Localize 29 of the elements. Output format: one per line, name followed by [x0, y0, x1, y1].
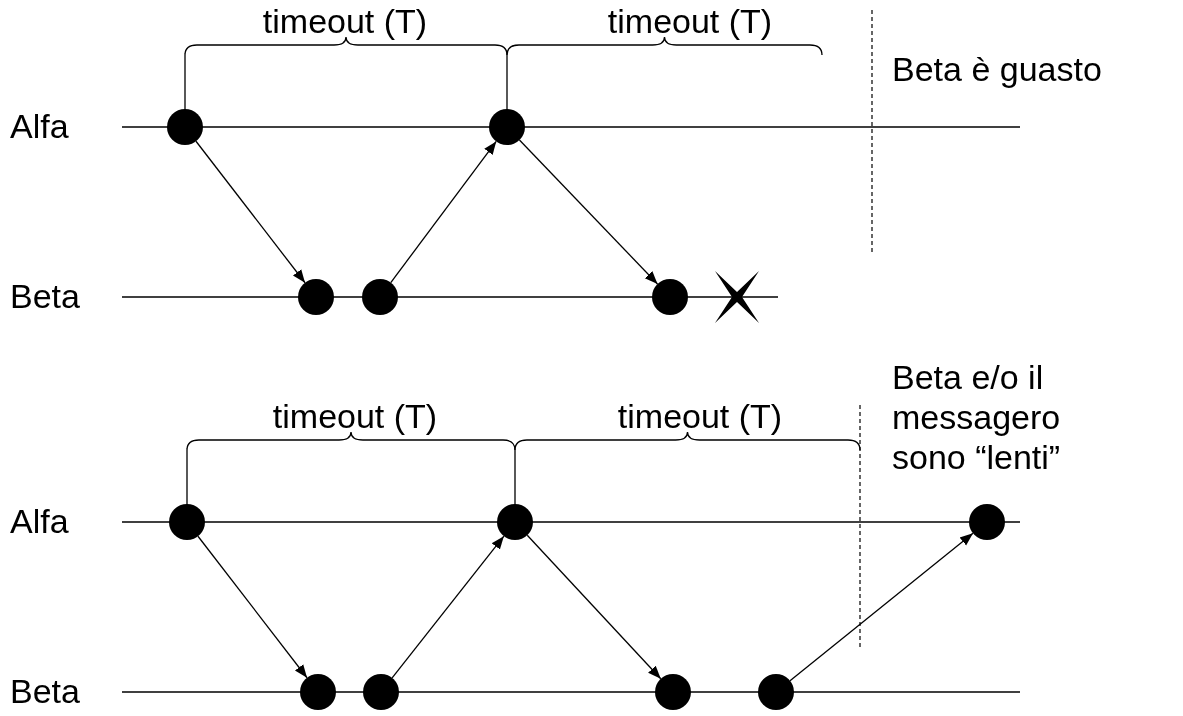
- message-arrow: [195, 140, 306, 284]
- message-arrow: [390, 140, 497, 284]
- note-text: Beta e/o il messagero sono “lenti”: [892, 358, 1062, 478]
- event-dot: [969, 504, 1005, 540]
- event-dot: [652, 279, 688, 315]
- event-dot: [363, 674, 399, 710]
- process-label: Alfa: [10, 107, 69, 147]
- message-arrow: [197, 535, 308, 679]
- process-label: Alfa: [10, 502, 69, 542]
- event-dot: [489, 109, 525, 145]
- event-dot: [298, 279, 334, 315]
- event-dot: [497, 504, 533, 540]
- message-arrow: [789, 532, 974, 682]
- event-dot: [169, 504, 205, 540]
- process-label: Beta: [10, 672, 80, 712]
- interval-label: timeout (T): [262, 2, 428, 42]
- event-dot: [167, 109, 203, 145]
- event-dot: [758, 674, 794, 710]
- message-arrow: [526, 534, 662, 680]
- note-text: Beta è guasto: [892, 50, 1102, 90]
- message-arrow: [391, 535, 505, 679]
- message-arrow: [518, 139, 659, 285]
- interval-label: timeout (T): [272, 397, 438, 437]
- event-dot: [300, 674, 336, 710]
- interval-label: timeout (T): [607, 2, 773, 42]
- event-dot: [655, 674, 691, 710]
- process-label: Beta: [10, 277, 80, 317]
- interval-label: timeout (T): [617, 397, 783, 437]
- event-dot: [362, 279, 398, 315]
